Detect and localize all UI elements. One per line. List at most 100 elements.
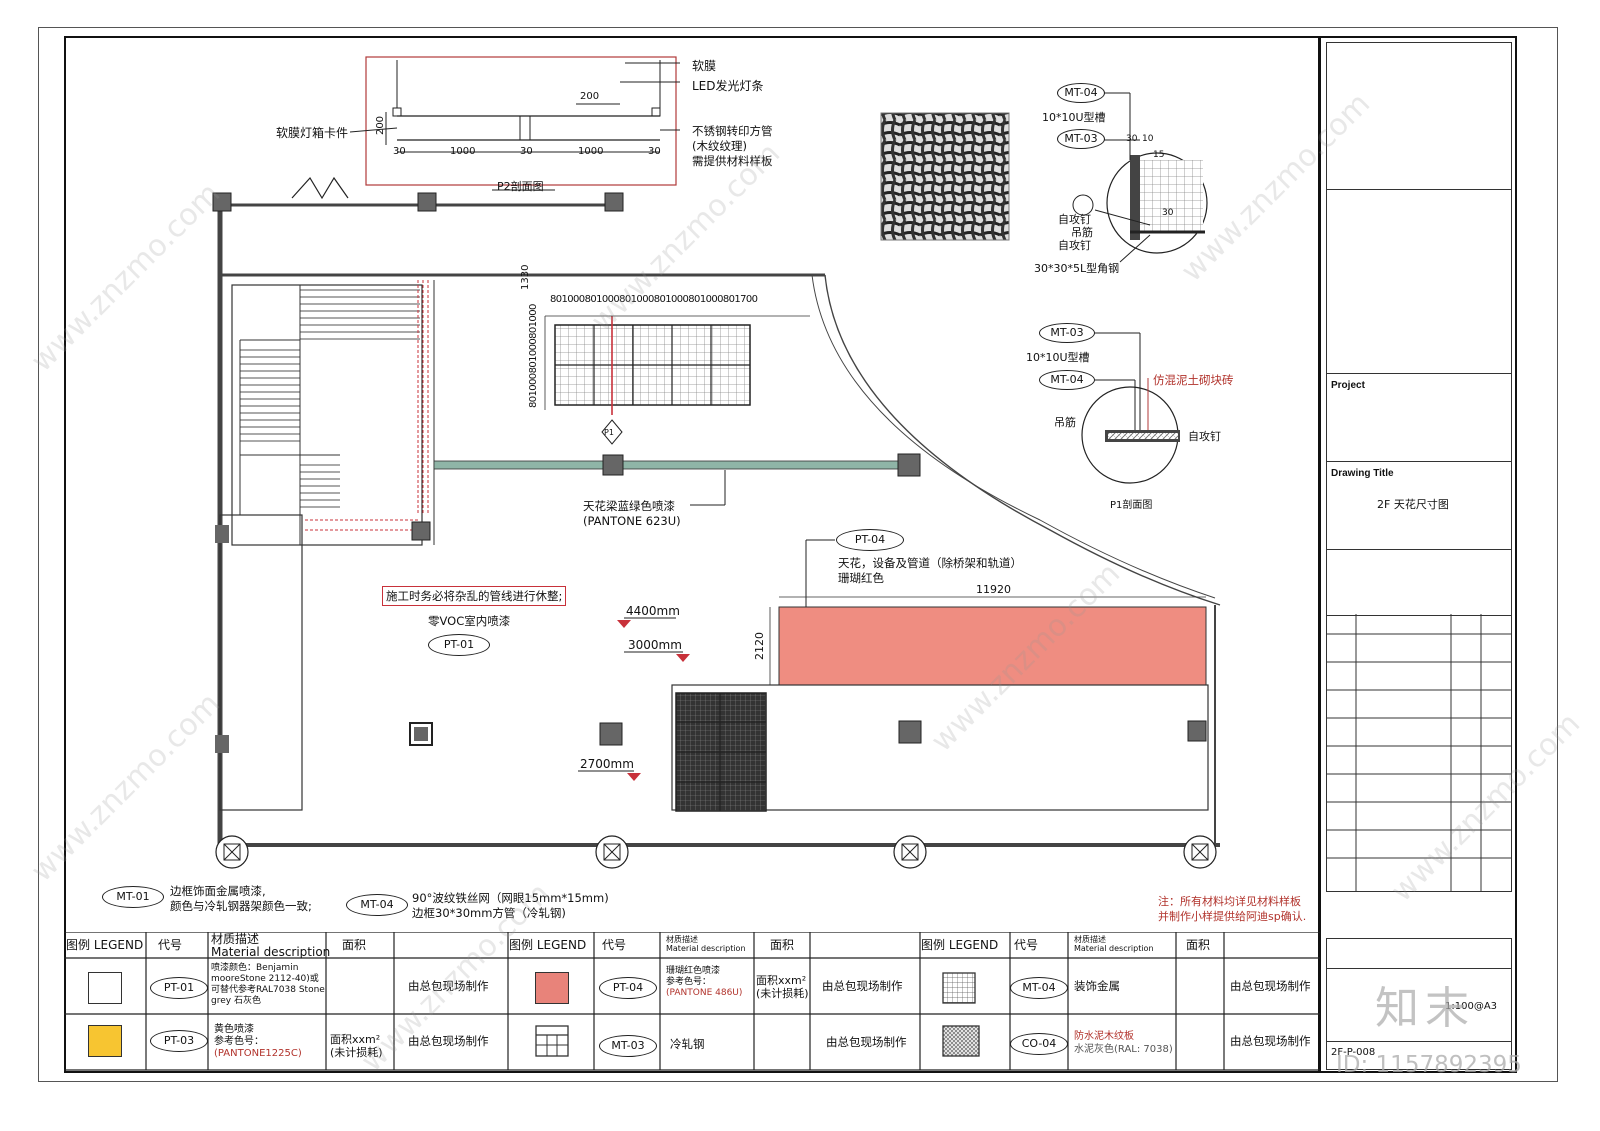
revision-grid	[1326, 614, 1512, 891]
outer-frame	[38, 27, 1558, 1082]
legend-area-pt04: 面积xxm² (未计损耗)	[756, 974, 809, 1000]
detail-label-screw2: 自攻钉	[1058, 239, 1091, 252]
plan-grid-dims-side: 801000801000801000	[528, 304, 539, 408]
plan-dim-2120: 2120	[753, 632, 766, 660]
swatch-pt04	[535, 972, 569, 1004]
p2-label-membrane: 软膜	[692, 59, 717, 73]
legend-note-pt01: 由总包现场制作	[408, 979, 489, 993]
legend-desc-pt04: 珊瑚红色喷漆 参考色号： (PANTONE 486U)	[666, 966, 743, 998]
scale: 1:100@A3	[1445, 1001, 1498, 1012]
detail-label-channel: 10*10U型槽	[1042, 111, 1106, 124]
mt04-note: 90°波纹铁丝网（网眼15mm*15mm) 边框30*30mm方管（冷轧钢)	[412, 891, 609, 920]
detail-dim-30-b: 30	[1162, 208, 1174, 218]
drawing-frame	[64, 36, 1517, 1073]
legend-note-co04: 由总包现场制作	[1230, 1034, 1311, 1048]
detail-label-angle: 30*30*5L型角钢	[1034, 262, 1120, 275]
beam-label: 天花梁蓝绿色喷漆 (PANTONE 623U)	[583, 499, 681, 528]
p2-dim-200-top: 200	[580, 91, 600, 102]
legend-desc-mt03: 冷轧钢	[670, 1037, 705, 1051]
p1-tag-mt03: MT-03	[1039, 323, 1095, 343]
swatch-mt03	[535, 1025, 569, 1057]
legend-table	[64, 932, 1320, 1071]
level-3000: 3000mm	[628, 638, 682, 652]
detail-tag-mt04: MT-04	[1057, 83, 1105, 103]
plan-grid-dims-top: 801000801000801000801000801000801700	[550, 294, 758, 305]
p2-dim-30-b: 30	[520, 146, 533, 157]
p2-dim-200-side: 200	[375, 115, 387, 136]
legend-hdr-area-1: 面积	[342, 938, 367, 952]
p2-dim-30-c: 30	[648, 146, 661, 157]
drawing-title-label: Drawing Title	[1331, 468, 1394, 479]
mt04-tag: MT-04	[346, 894, 408, 916]
p2-label-led: LED发光灯条	[692, 79, 764, 93]
legend-note-pt03: 由总包现场制作	[408, 1034, 489, 1048]
p1-label-brick: 仿混泥土砌块砖	[1153, 373, 1234, 387]
legend-hdr-code-2: 代号	[602, 938, 627, 952]
plan-dim-1330: 1330	[520, 264, 531, 290]
legend-hdr-code-1: 代号	[158, 938, 183, 952]
legend-note-mt04: 由总包现场制作	[1230, 979, 1311, 993]
detail-dim-10: 10	[1142, 134, 1154, 144]
title-block-divider	[1318, 36, 1321, 1073]
p2-label-clip: 软膜灯箱卡件	[276, 126, 349, 140]
plan-notice: 施工时务必将杂乱的管线进行休整;	[382, 586, 567, 606]
legend-note-mt03: 由总包现场制作	[826, 1035, 907, 1049]
plan-marker-p1: P1	[604, 428, 614, 437]
legend-code-co04: CO-04	[1010, 1033, 1068, 1055]
legend-hdr-material-1: 材质描述 Material description	[211, 932, 331, 959]
legend-code-pt01: PT-01	[150, 977, 208, 999]
legend-desc-pt01: 喷漆颜色：Benjamin mooreStone 2112-40)或可替代参考R…	[211, 963, 325, 1006]
legend-note-pt04: 由总包现场制作	[822, 979, 903, 993]
legend-hdr-area-2: 面积	[770, 938, 795, 952]
p1-label-screw: 自攻钉	[1188, 430, 1221, 443]
level-4400: 4400mm	[626, 604, 680, 618]
sheet-note: 注：所有材料均详见材料样板 并制作小样提供给阿迪sp确认.	[1158, 895, 1307, 923]
legend-code-pt03: PT-03	[150, 1030, 208, 1052]
legend-code-mt03: MT-03	[599, 1035, 657, 1057]
legend-hdr-material-2: 材质描述 Material description	[666, 935, 746, 953]
plan-paint-label: 零VOC室内喷漆	[428, 614, 511, 628]
project-label: Project	[1331, 380, 1365, 391]
p2-dim-1000-a: 1000	[450, 146, 476, 157]
p2-title: P2剖面图	[497, 180, 544, 193]
title-block: Project Drawing Title 2F 天花尺寸图	[1326, 42, 1512, 892]
p1-tag-mt04: MT-04	[1039, 370, 1095, 390]
p2-dim-1000-b: 1000	[578, 146, 604, 157]
mt01-note: 边框饰面金属喷漆, 颜色与冷轧钢器架颜色一致;	[170, 884, 312, 913]
legend-desc-pt03: 黄色喷漆 参考色号： (PANTONE1225C)	[214, 1024, 302, 1059]
legend-code-mt04: MT-04	[1010, 977, 1068, 999]
drawing-title: 2F 天花尺寸图	[1377, 498, 1449, 511]
mt01-tag: MT-01	[102, 886, 164, 908]
detail-label-hanger: 吊筋	[1071, 226, 1093, 239]
p1-label-channel: 10*10U型槽	[1026, 351, 1090, 364]
legend-desc-mt04: 装饰金属	[1074, 979, 1120, 993]
detail-tag-mt03: MT-03	[1057, 129, 1105, 149]
pt04-tag: PT-04	[836, 529, 904, 551]
p1-label-hanger: 吊筋	[1054, 416, 1076, 429]
swatch-pt01	[88, 972, 122, 1004]
p1-title: P1剖面图	[1110, 500, 1153, 511]
legend-hdr-area-3: 面积	[1186, 938, 1211, 952]
legend-area-pt03: 面积xxm² (未计损耗)	[330, 1033, 383, 1059]
legend-hdr-material-3: 材质描述 Material description	[1074, 935, 1154, 953]
swatch-mt04	[942, 972, 976, 1004]
p2-dim-30-a: 30	[393, 146, 406, 157]
pt01-tag: PT-01	[428, 634, 490, 656]
detail-dim-30: 30	[1126, 134, 1138, 144]
title-block-lower: 1:100@A3 2F-P-008	[1326, 938, 1512, 1070]
level-2700: 2700mm	[580, 757, 634, 771]
plan-dim-11920: 11920	[976, 583, 1011, 596]
drawing-number: 2F-P-008	[1331, 1047, 1376, 1058]
swatch-co04	[942, 1025, 980, 1057]
legend-desc-co04: 防水泥木纹板 水泥灰色(RAL: 7038)	[1074, 1031, 1173, 1055]
detail-label-screw1: 自攻钉	[1058, 213, 1091, 226]
brand-watermark: 知末	[1375, 983, 1475, 1034]
legend-code-pt04: PT-04	[599, 977, 657, 999]
legend-hdr-legend-2: 图例 LEGEND	[509, 938, 587, 952]
p2-label-pipe: 不锈钢转印方管 (木纹纹理) 需提供材料样板	[692, 124, 773, 168]
legend-hdr-code-3: 代号	[1014, 938, 1039, 952]
legend-hdr-legend-1: 图例 LEGEND	[66, 938, 144, 952]
legend-hdr-legend-3: 图例 LEGEND	[921, 938, 999, 952]
detail-dim-15: 15	[1153, 150, 1165, 160]
